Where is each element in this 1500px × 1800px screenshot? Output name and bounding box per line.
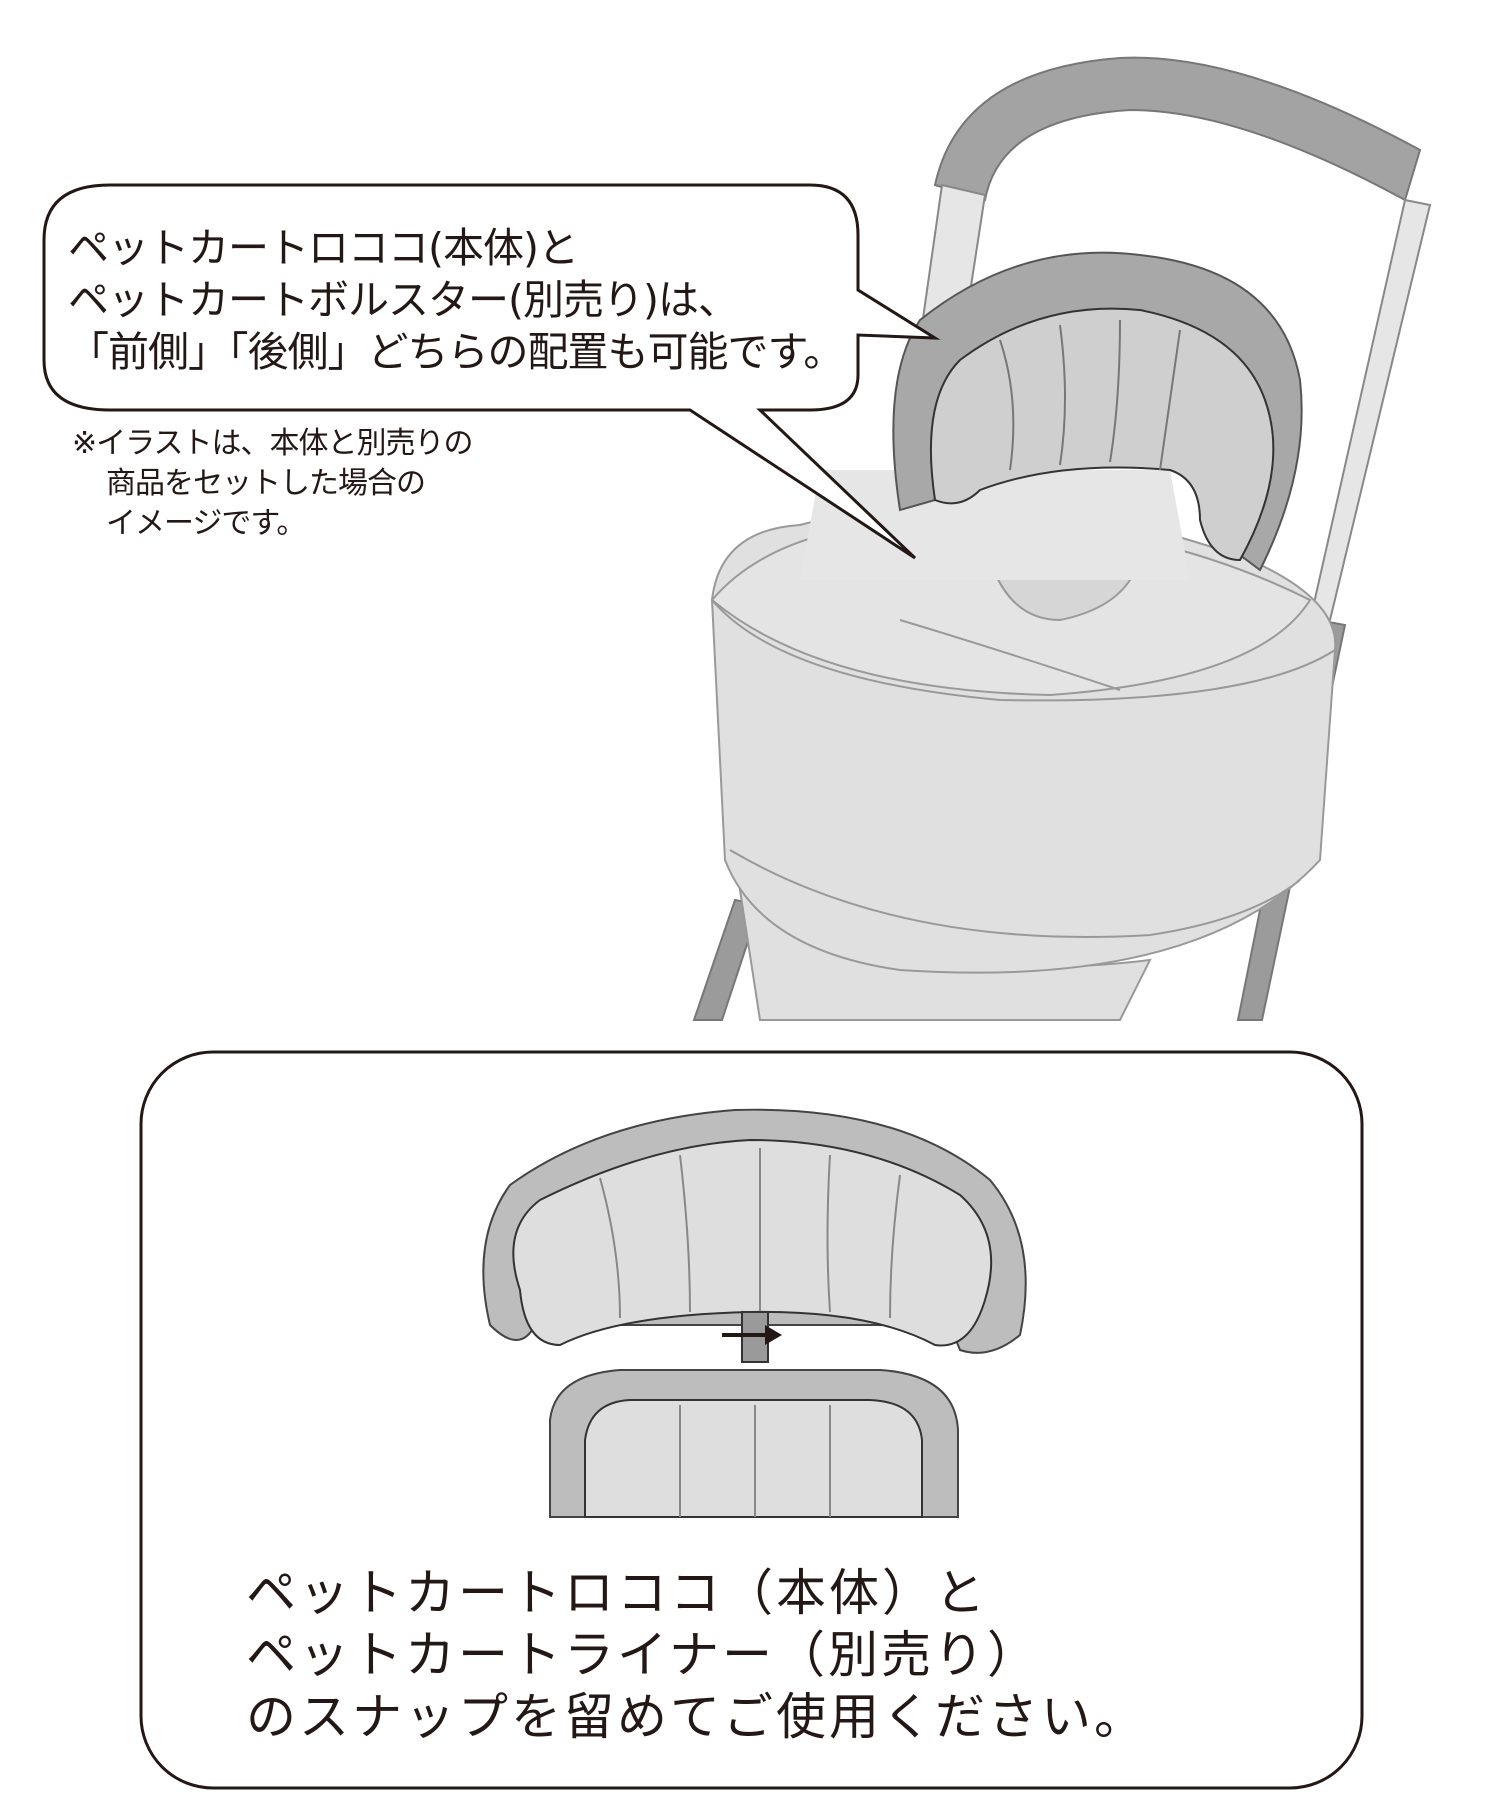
liner-detail <box>549 1369 959 1518</box>
callout-line: 「前側」「後側」どちらの配置も可能です。 <box>68 328 844 376</box>
bolster <box>892 251 1303 572</box>
pet-cart-body <box>710 470 1337 1021</box>
instruction-line: ペットカートロココ（本体）と <box>246 1564 988 1622</box>
callout-line: ペットカートボルスター(別売り)は、 <box>68 276 739 324</box>
callout-bubble <box>42 183 941 560</box>
callout-line: ペットカートロココ(本体)と <box>68 224 579 272</box>
instruction-text: ペットカートロココ（本体）と ペットカートライナー（別売り） のスナップを留めて… <box>246 1562 1147 1748</box>
note-line: ※イラストは、本体と別売りの <box>72 426 474 461</box>
note-line: イメージです。 <box>106 506 306 541</box>
callout-text: ペットカートロココ(本体)と ペットカートボルスター(別売り)は、 「前側」「後… <box>68 222 844 378</box>
bolster-detail <box>482 1108 1027 1363</box>
snap-arrow-icon <box>722 1325 782 1345</box>
instruction-line: のスナップを留めてご使用ください。 <box>246 1688 1147 1746</box>
note-line: 商品をセットした場合の <box>106 466 426 501</box>
illustration-note: ※イラストは、本体と別売りの 商品をセットした場合の イメージです。 <box>72 424 474 544</box>
instruction-line: ペットカートライナー（別売り） <box>246 1626 1040 1684</box>
